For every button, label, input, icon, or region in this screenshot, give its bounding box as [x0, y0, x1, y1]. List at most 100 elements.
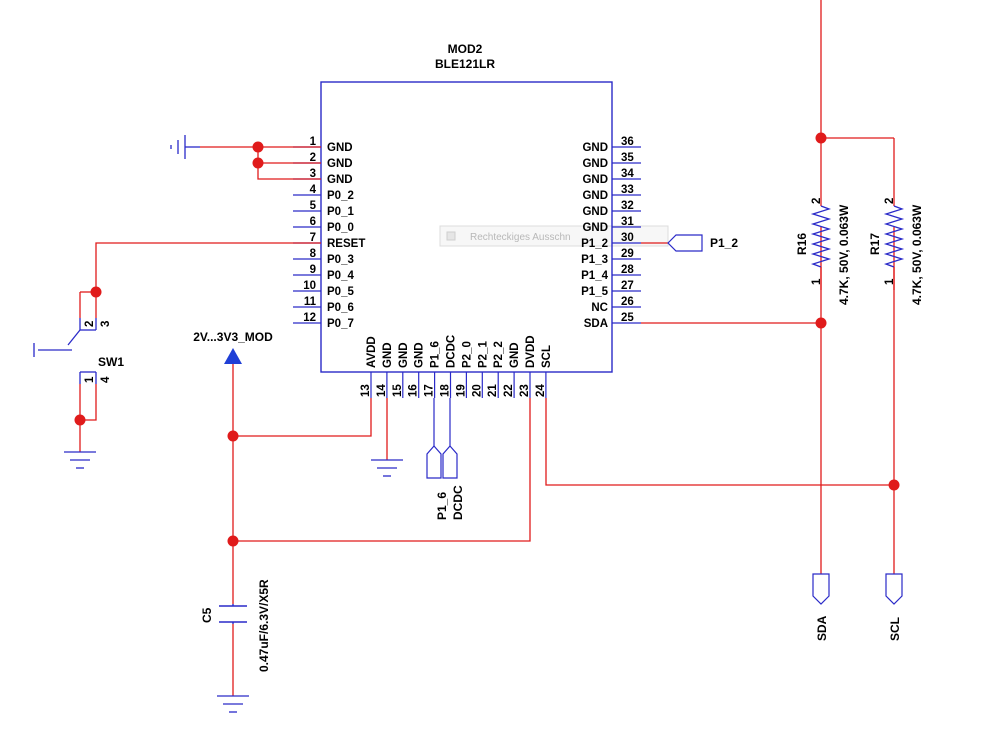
wire-scl [545, 398, 894, 486]
supply-label: 2V...3V3_MOD [193, 330, 273, 344]
pin-number: 7 [310, 232, 316, 244]
pin-number: 1 [310, 136, 317, 148]
r17-pin-1: 1 [884, 278, 896, 285]
pin-name: GND [327, 142, 353, 154]
ground-icon [371, 459, 403, 477]
port-p1-6-dcdc: P1_6 DCDC [426, 398, 465, 520]
power-flag: 2V...3V3_MOD [193, 330, 273, 364]
pin-number: 13 [360, 384, 372, 397]
pin-name: P1_5 [581, 286, 608, 298]
ground-symbols [64, 135, 403, 713]
pin-name: GND [582, 222, 608, 234]
module-pin-bottom: 22 GND [503, 342, 521, 398]
pin-name: GND [582, 174, 608, 186]
pin-number: 12 [303, 312, 316, 324]
pin-name: GND [582, 142, 608, 154]
pin-number: 8 [310, 248, 317, 260]
r17-value: 4.7K, 50V, 0.063W [910, 204, 924, 305]
pin-number: 31 [621, 216, 634, 228]
pin-name: P1_6 [430, 341, 442, 368]
pin-number: 18 [440, 384, 452, 397]
pin-number: 33 [621, 184, 634, 196]
port-label-sda: SDA [815, 615, 829, 641]
pin-number: 28 [621, 264, 634, 276]
pin-name: SCL [541, 345, 553, 368]
r16-pin-2: 2 [811, 198, 823, 204]
pin-name: GND [398, 342, 410, 368]
wire-avdd [233, 398, 372, 437]
pin-number: 25 [621, 312, 634, 324]
pin-number: 27 [621, 280, 634, 292]
junction-dot [888, 479, 900, 491]
pin-name: SDA [584, 318, 608, 330]
pin-name: P2_2 [493, 341, 505, 368]
pin-name: P2_0 [461, 341, 473, 368]
pin-name: P1_3 [581, 254, 608, 266]
module-designator: MOD2 [448, 42, 483, 56]
pin-number: 16 [408, 384, 420, 397]
pin-name: P2_1 [477, 341, 489, 368]
pin-name: GND [509, 342, 521, 368]
ground-icon [64, 451, 96, 469]
wire-dvdd [233, 398, 531, 542]
pin-number: 22 [503, 384, 515, 397]
c5-designator: C5 [200, 607, 214, 623]
wire-sw1-pin4-tie [80, 384, 97, 421]
junction-dot [815, 317, 827, 329]
power-arrow-icon [224, 348, 242, 364]
pin-number: 6 [310, 216, 316, 228]
port-p1-2: P1_2 [667, 234, 738, 252]
ground-icon [217, 695, 249, 713]
pin-number: 20 [471, 384, 483, 397]
port-scl: SCL [885, 573, 903, 641]
pin-name: P0_7 [327, 318, 354, 330]
pin-name: GND [382, 342, 394, 368]
pin-name: DCDC [446, 335, 458, 368]
junction-dot [74, 414, 86, 426]
wire-reset [95, 242, 321, 292]
capacitor-c5: C5 0.47uF/6.3V/X5R [200, 579, 271, 672]
pin-name: P1_2 [581, 238, 608, 250]
pin-number: 19 [455, 384, 467, 397]
r17-pin-2: 2 [884, 198, 896, 204]
c5-value: 0.47uF/6.3V/X5R [257, 579, 271, 672]
ground-icon [170, 135, 200, 159]
resistor-zigzag-icon [883, 205, 905, 268]
pin-name: GND [327, 158, 353, 170]
pin-name: NC [591, 302, 608, 314]
pin-number: 4 [310, 184, 317, 196]
module-pin-bottom: 19 P2_0 [455, 341, 473, 398]
pin-number: 36 [621, 136, 634, 148]
junction-dot [227, 535, 239, 547]
junction-dot [252, 141, 264, 153]
pin-number: 34 [621, 168, 634, 180]
pin-number: 29 [621, 248, 634, 260]
switch-sw1: 2 3 1 4 SW1 [33, 318, 124, 384]
r16-pin-1: 1 [811, 278, 823, 285]
pin-number: 3 [310, 168, 316, 180]
pin-number: 5 [310, 200, 317, 212]
r17-designator: R17 [868, 233, 882, 255]
sw1-pin-4: 4 [100, 376, 112, 383]
